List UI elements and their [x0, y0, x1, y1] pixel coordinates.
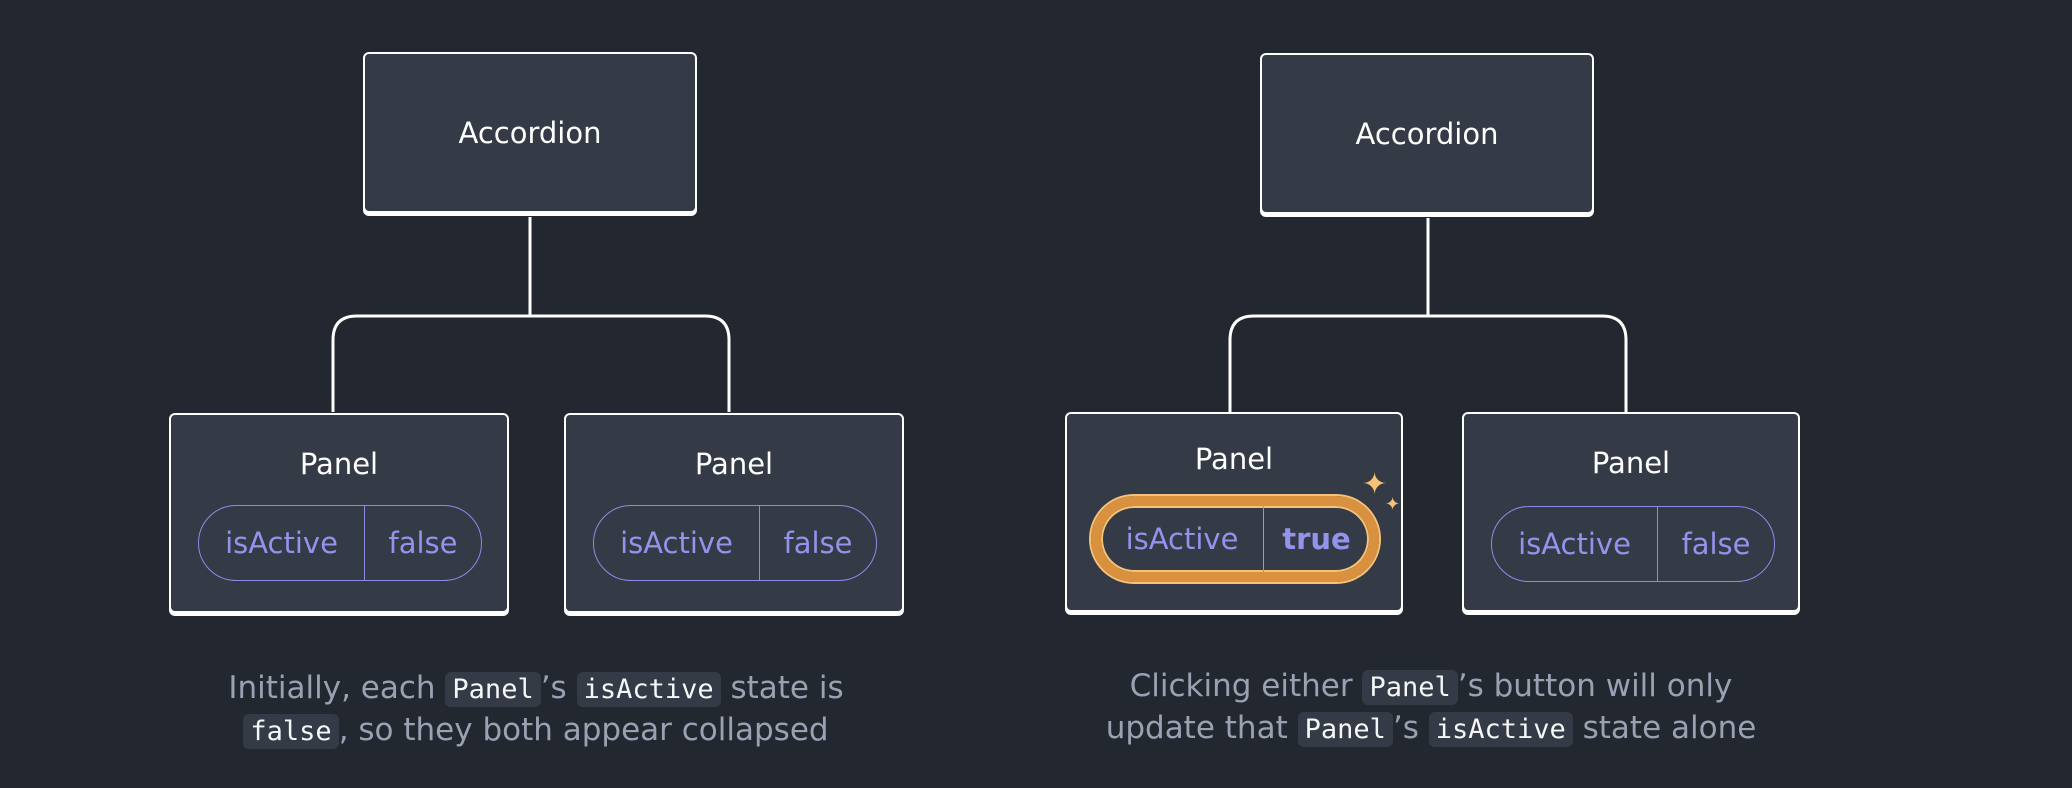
node-title: Panel — [694, 447, 774, 481]
left-panel-node-2: Panel isActive false — [564, 413, 904, 613]
code-false: false — [243, 714, 339, 749]
sparkle-icon: ✦ — [1385, 494, 1401, 515]
state-key: isActive — [199, 506, 365, 580]
node-title: Panel — [1591, 446, 1671, 480]
sparkle-icon: ✦ — [1362, 467, 1388, 502]
code-panel: Panel — [445, 672, 541, 707]
state-value: false — [783, 526, 853, 560]
left-accordion-node: Accordion — [363, 52, 697, 213]
right-panel-node-1-active: Panel isActive true ✦ ✦ — [1065, 412, 1403, 612]
node-title: Accordion — [1355, 116, 1499, 151]
caption-line-1: Clicking either Panel’s button will only — [1129, 668, 1733, 705]
state-pill-highlighted: isActive true — [1091, 496, 1379, 582]
state-pill: isActive false — [198, 505, 482, 581]
node-title: Panel — [1194, 442, 1274, 476]
state-value: true — [1282, 522, 1351, 556]
code-panel: Panel — [1297, 712, 1393, 747]
node-title: Accordion — [458, 115, 602, 150]
caption-line-2: update that Panel’s isActive state alone — [1105, 710, 1757, 747]
right-panel-node-2: Panel isActive false — [1462, 412, 1800, 612]
state-pill: isActive false — [1491, 506, 1775, 582]
state-value: false — [1681, 527, 1751, 561]
caption-line-2: false, so they both appear collapsed — [136, 710, 936, 752]
code-isactive: isActive — [1428, 712, 1573, 747]
state-key: isActive — [1101, 506, 1264, 572]
node-title: Panel — [299, 447, 379, 481]
right-caption: Clicking either Panel’s button will only… — [1031, 666, 1831, 750]
right-accordion-node: Accordion — [1260, 53, 1594, 214]
code-isactive: isActive — [576, 672, 721, 707]
state-pill: isActive false — [593, 505, 877, 581]
left-panel-node-1: Panel isActive false — [169, 413, 509, 613]
left-caption: Initially, each Panel’s isActive state i… — [136, 668, 936, 752]
caption-line-1: Initially, each Panel’s isActive state i… — [228, 670, 844, 707]
left-tree-edges — [331, 217, 731, 412]
code-panel: Panel — [1362, 670, 1458, 705]
state-key: isActive — [1492, 507, 1658, 581]
right-tree-edges — [1228, 218, 1628, 412]
state-value: false — [388, 526, 458, 560]
state-key: isActive — [594, 506, 760, 580]
